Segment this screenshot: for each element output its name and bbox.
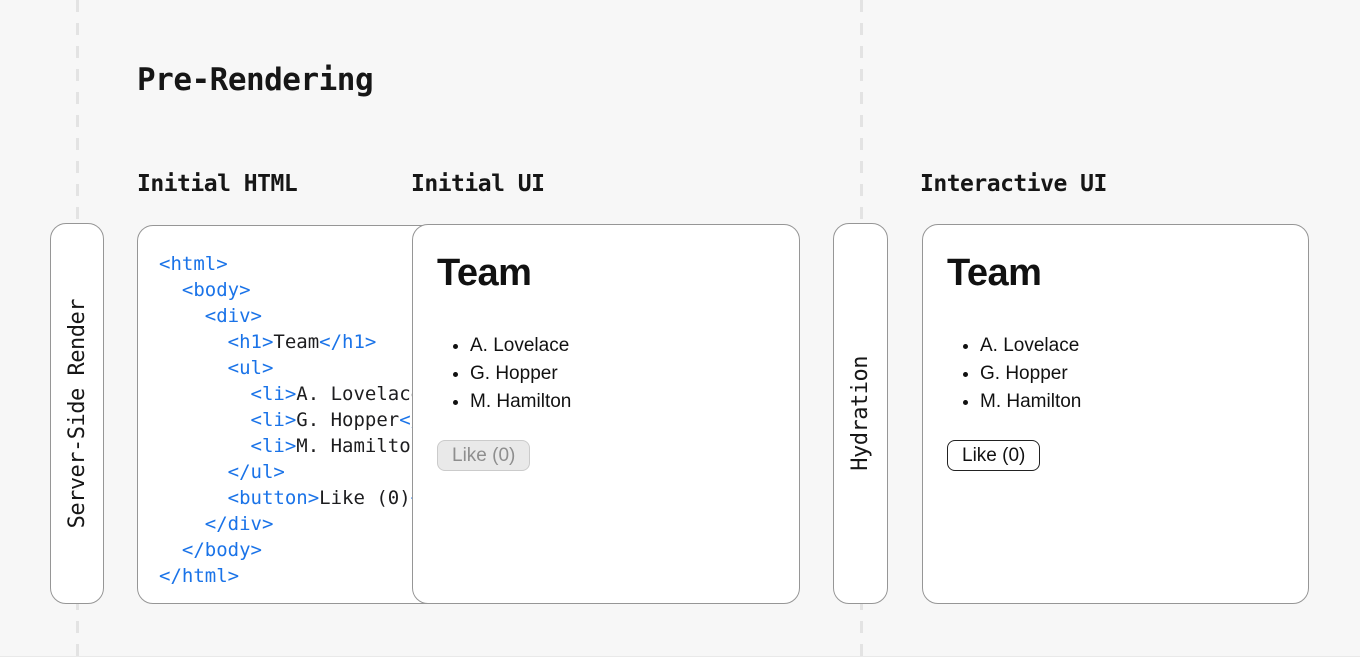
code-line: <div>: [204, 305, 262, 327]
interactive-ui-panel: Team A. Lovelace G. Hopper M. Hamilton L…: [922, 224, 1309, 604]
column-label-initial-html: Initial HTML: [137, 171, 298, 197]
server-side-render-label: Server-Side Render: [64, 298, 90, 529]
code-line: </html>: [159, 565, 240, 587]
team-member-item: M. Hamilton: [980, 388, 1288, 416]
team-member-item: M. Hamilton: [470, 388, 779, 416]
team-heading: Team: [947, 252, 1042, 294]
team-list: A. Lovelace G. Hopper M. Hamilton: [947, 332, 1288, 416]
initial-ui-panel: Team A. Lovelace G. Hopper M. Hamilton L…: [412, 224, 800, 604]
hydration-pill: Hydration: [833, 223, 888, 604]
page-background-strip: [0, 658, 1360, 668]
diagram-title: Pre-Rendering: [137, 62, 374, 98]
hydration-label: Hydration: [848, 356, 873, 471]
team-member-item: A. Lovelace: [470, 332, 779, 360]
code-line: <html>: [159, 253, 228, 275]
team-member-item: G. Hopper: [980, 360, 1288, 388]
server-side-render-pill: Server-Side Render: [50, 223, 104, 604]
column-label-interactive-ui: Interactive UI: [920, 171, 1107, 197]
code-line: </ul>: [227, 461, 285, 483]
team-heading: Team: [437, 252, 532, 294]
like-button-disabled: Like (0): [437, 440, 531, 471]
team-member-item: G. Hopper: [470, 360, 779, 388]
like-button[interactable]: Like (0): [947, 440, 1041, 471]
code-line: <ul>: [227, 357, 274, 379]
code-line: </div>: [204, 513, 274, 535]
code-line: <body>: [181, 279, 251, 301]
team-list: A. Lovelace G. Hopper M. Hamilton: [437, 332, 779, 416]
team-member-item: A. Lovelace: [980, 332, 1288, 360]
column-label-initial-ui: Initial UI: [411, 171, 545, 197]
code-line: </body>: [181, 539, 262, 561]
code-line: <h1>Team</h1>: [227, 331, 377, 353]
